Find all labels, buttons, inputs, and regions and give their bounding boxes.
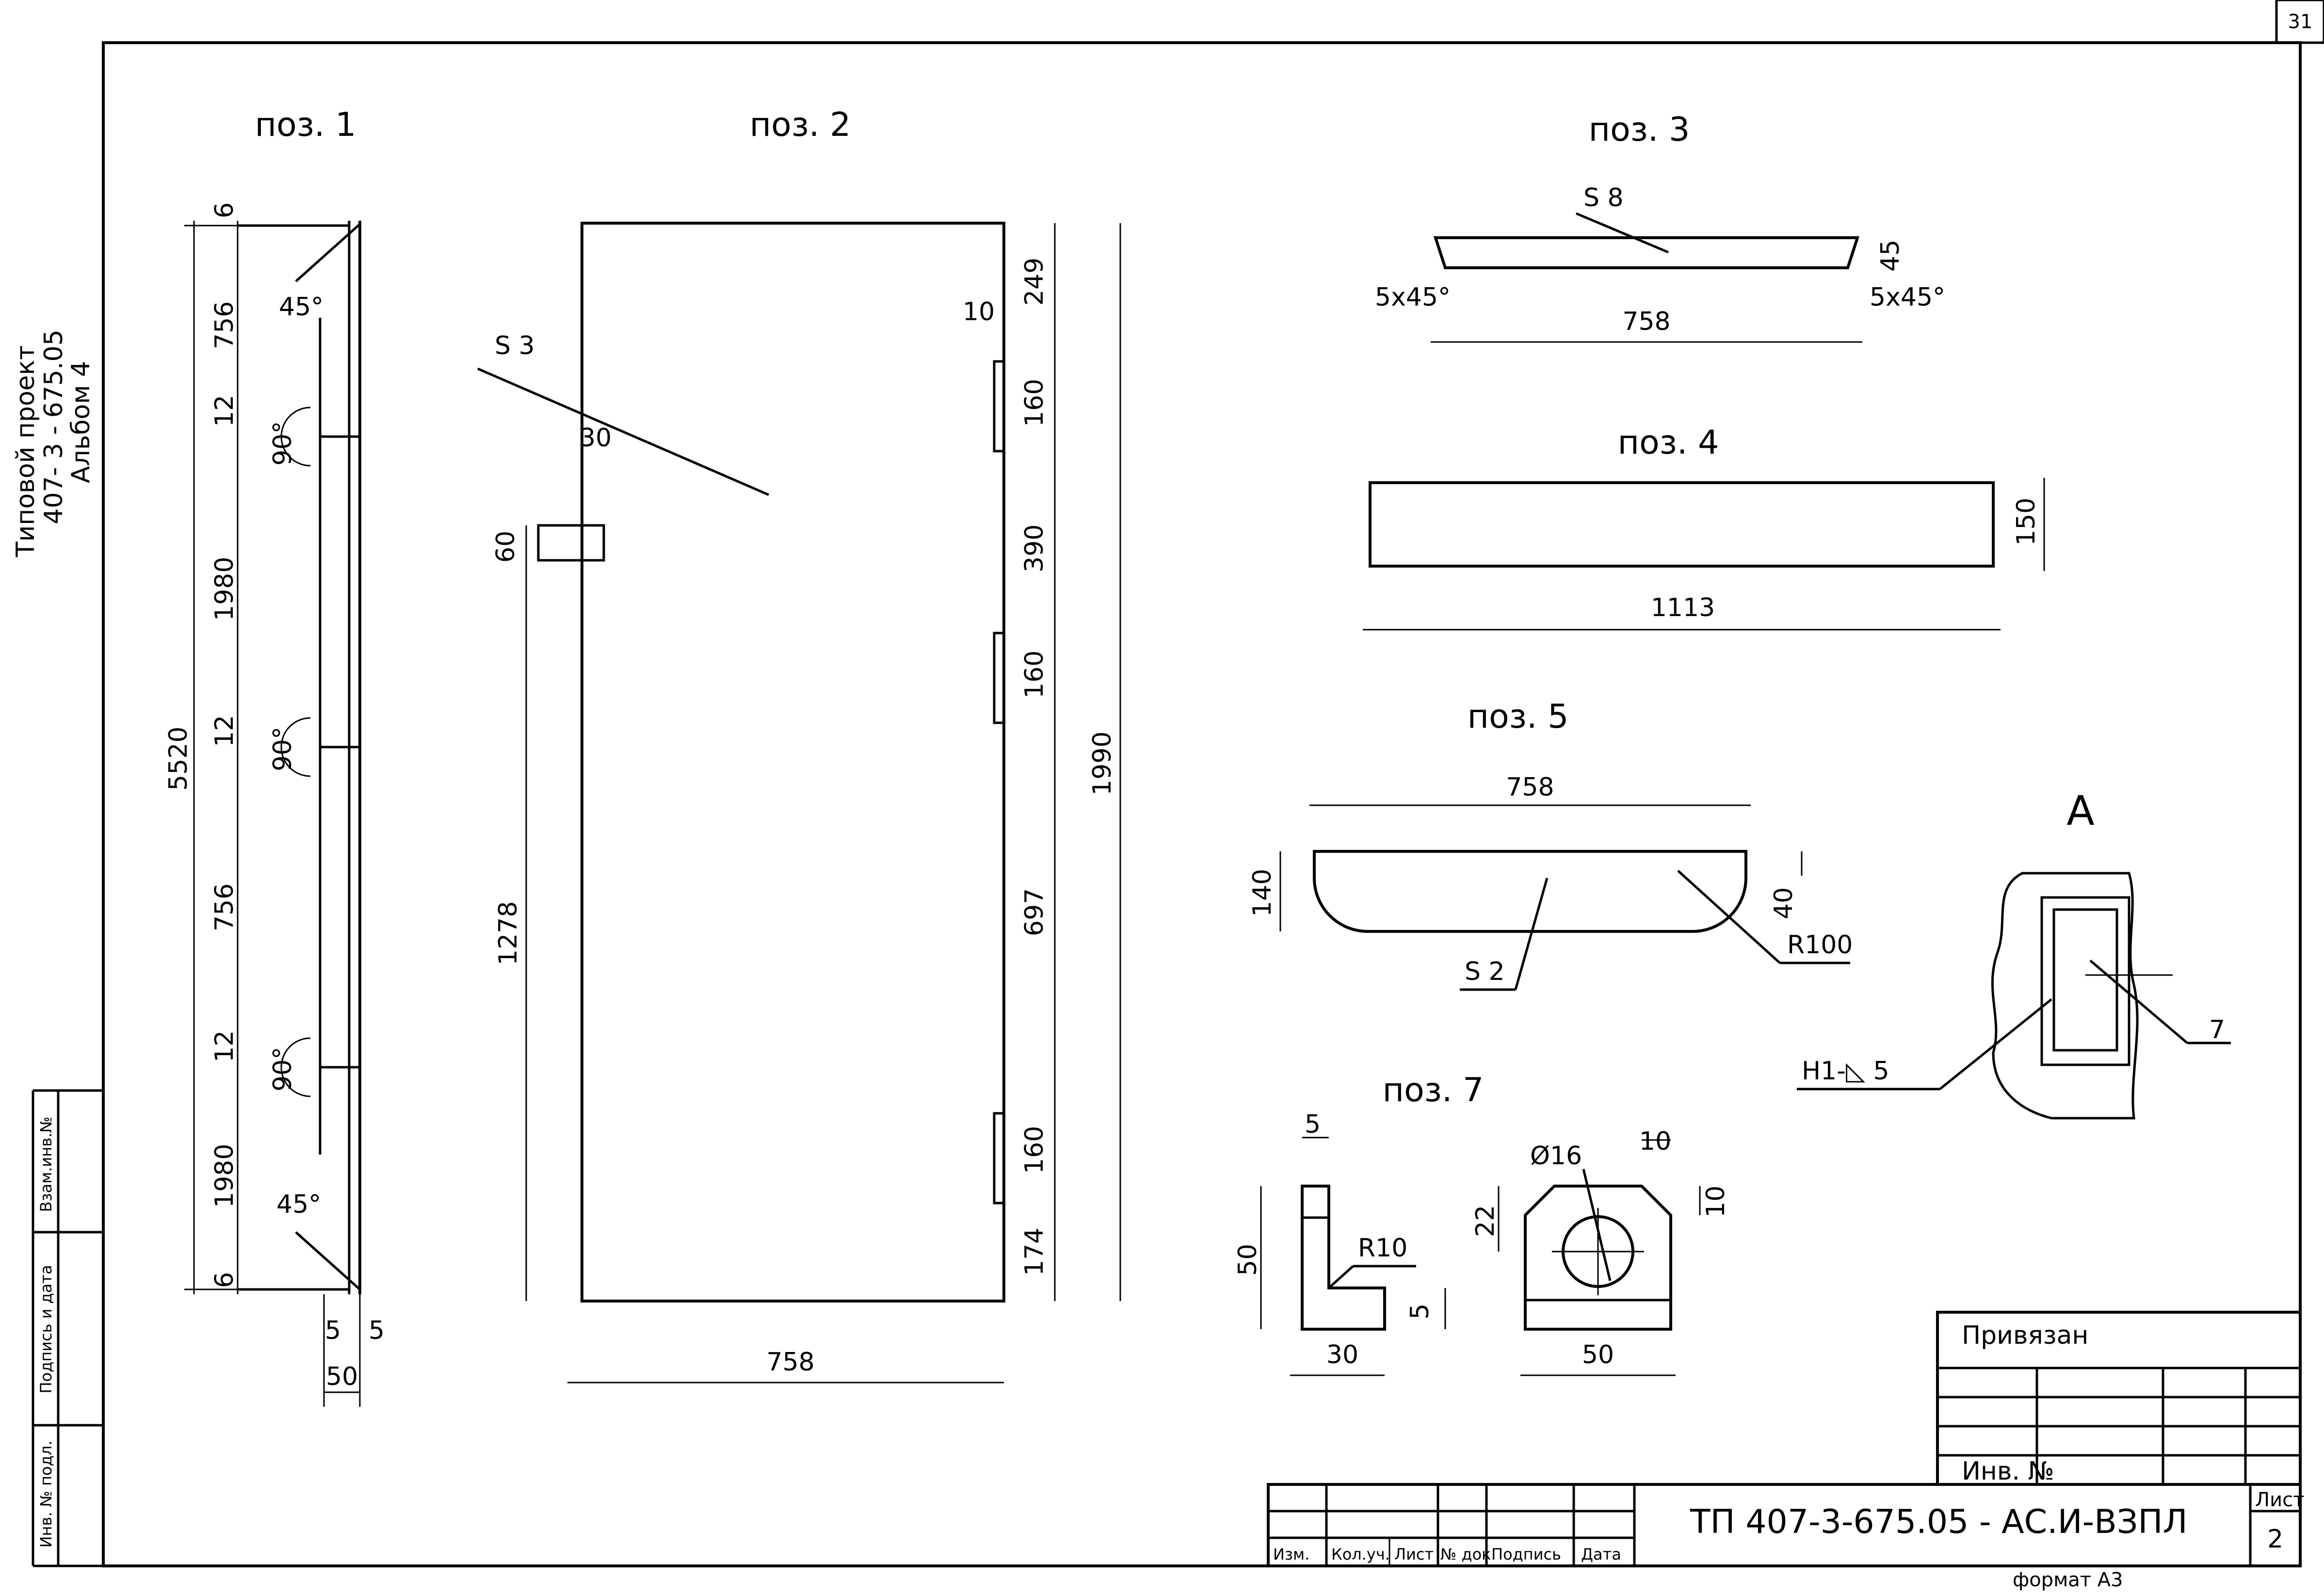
pos7-d10a: 10	[1639, 1127, 1671, 1156]
side-title-3: Альбом 4	[66, 361, 96, 483]
list-number: 2	[2267, 1525, 2283, 1554]
pos2-width: 758	[766, 1348, 814, 1377]
stamp-inv-podl: Инв. № подл.	[37, 1441, 55, 1548]
pos1-dim-3: 1980	[210, 557, 239, 621]
side-title-1: Типовой проект	[11, 345, 40, 558]
pos2-rd-5: 160	[1020, 1126, 1049, 1174]
part-pos1: поз. 1 45° 45° 90° 90° 90° 6 756 12 1980…	[164, 106, 385, 1407]
pos5-depth: 40	[1769, 887, 1798, 919]
part-pos2: поз. 2 S 3 30 60 1278 758 10 249 160 390…	[477, 106, 1121, 1384]
part-pos4: поз. 4 150 1113	[1363, 423, 2045, 631]
pos2-notch-w: 30	[580, 423, 612, 453]
pos1-angle-bottom: 45°	[276, 1190, 321, 1219]
pos4-length: 1113	[1651, 593, 1715, 622]
pos1-w3: 50	[326, 1362, 358, 1391]
col-date: Дата	[1581, 1545, 1621, 1563]
pos1-w1: 5	[325, 1316, 341, 1345]
pos2-title: поз. 2	[750, 106, 851, 144]
pos7-hole: Ø16	[1530, 1141, 1582, 1171]
col-izm: Изм.	[1273, 1545, 1309, 1563]
drawing-frame: 31 Взам.инв.№ Подпись и дата Инв. № подл…	[11, 0, 2324, 1567]
pos7-d10b: 10	[1701, 1186, 1730, 1218]
pos2-small-dim: 10	[963, 297, 995, 326]
inv-no-label: Инв. №	[1962, 1457, 2054, 1486]
part-pos5: поз. 5 758 140 40 R100 S 2	[1248, 698, 1853, 991]
col-list: Лист	[1394, 1545, 1434, 1563]
pos5-length: 758	[1506, 773, 1554, 802]
pos1-w2: 5	[369, 1316, 385, 1345]
privyazan-label: Привязан	[1962, 1321, 2088, 1350]
pos1-angle-1: 90°	[268, 421, 297, 466]
pos2-rd-6: 174	[1020, 1228, 1049, 1276]
pos1-dim-2: 12	[210, 395, 239, 427]
detail-a-callout: 7	[2209, 1015, 2225, 1044]
pos3-chamfer-left: 5x45°	[1375, 283, 1451, 312]
pos3-height: 45	[1876, 240, 1905, 272]
col-doc: № док.	[1440, 1545, 1496, 1563]
pos7-t-side: 5	[1405, 1303, 1435, 1319]
pos1-overall: 5520	[164, 727, 193, 791]
pos1-angle-3: 90°	[268, 1047, 297, 1091]
pos3-title: поз. 3	[1589, 111, 1690, 149]
sheet-number: 31	[2288, 11, 2313, 33]
part-pos7: поз. 7 5 50 R10 5 30 Ø16 22 10 10 50	[1233, 1071, 1730, 1376]
pos3-thickness: S 8	[1583, 183, 1624, 212]
pos4-title: поз. 4	[1618, 423, 1719, 462]
stamp-inv-vzam: Взам.инв.№	[37, 1117, 55, 1212]
pos5-height: 140	[1248, 869, 1277, 917]
pos1-dim-8: 6	[210, 1272, 239, 1288]
pos1-title: поз. 1	[255, 106, 356, 144]
pos1-dim-4: 12	[210, 715, 239, 747]
pos1-angle-2: 90°	[268, 727, 297, 771]
pos1-dim-0: 6	[210, 202, 239, 218]
pos2-rd-0: 249	[1020, 258, 1049, 306]
pos1-dim-6: 12	[210, 1030, 239, 1062]
col-kol: Кол.уч.	[1331, 1545, 1390, 1563]
pos4-height: 150	[2012, 498, 2041, 546]
pos2-left-dim: 1278	[494, 901, 523, 965]
side-title-2: 407- 3 - 675.05	[39, 329, 68, 524]
detail-a: А 7 Н1-◺ 5	[1797, 787, 2231, 1120]
stamp-sign-date: Подпись и дата	[37, 1265, 55, 1393]
pos1-dim-7: 1980	[210, 1144, 239, 1208]
pos2-rd-1: 160	[1020, 379, 1049, 427]
part-pos3: поз. 3 S 8 5x45° 5x45° 45 758	[1375, 111, 1945, 343]
pos7-height: 50	[1233, 1244, 1262, 1276]
pos2-overall: 1990	[1088, 732, 1117, 796]
pos2-notch-h: 60	[491, 531, 520, 563]
title-block: Привязан Инв. № ТП 407-3-675.05 - АС.И-В…	[1267, 1311, 2304, 1591]
format-label: формат А3	[2013, 1569, 2123, 1591]
detail-a-weld: Н1-◺ 5	[1802, 1057, 1889, 1086]
pos5-title: поз. 5	[1468, 698, 1569, 736]
pos7-radius: R10	[1358, 1234, 1407, 1263]
pos5-thickness: S 2	[1465, 957, 1505, 986]
detail-a-label: А	[2066, 787, 2094, 834]
pos2-rd-2: 390	[1020, 524, 1049, 572]
pos1-angle-top: 45°	[279, 293, 323, 322]
pos3-length: 758	[1622, 307, 1670, 336]
col-sign: Подпись	[1491, 1545, 1561, 1563]
doc-code: ТП 407-3-675.05 - АС.И-ВЗПЛ	[1690, 1503, 2188, 1541]
pos7-width: 30	[1326, 1340, 1358, 1369]
pos1-dim-5: 756	[210, 883, 239, 931]
list-label: Лист	[2255, 1489, 2304, 1511]
pos2-thickness: S 3	[495, 331, 535, 360]
pos7-title: поз. 7	[1383, 1071, 1484, 1109]
pos7-t-top: 5	[1305, 1110, 1321, 1139]
pos2-rd-4: 697	[1020, 888, 1049, 936]
pos2-rd-3: 160	[1020, 651, 1049, 699]
pos7-d22: 22	[1471, 1205, 1500, 1237]
pos1-dim-1: 756	[210, 301, 239, 349]
pos3-chamfer-right: 5x45°	[1870, 283, 1945, 312]
pos7-w50: 50	[1582, 1340, 1614, 1369]
pos5-radius: R100	[1787, 930, 1853, 960]
